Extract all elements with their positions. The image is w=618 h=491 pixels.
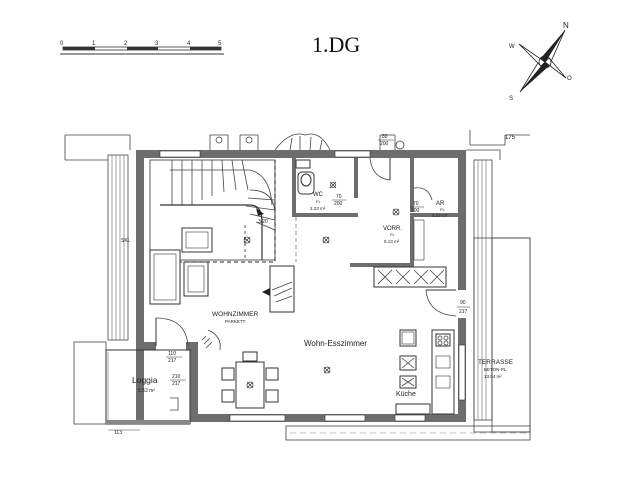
scale-tick: 1	[92, 41, 96, 47]
terrace-door: 90 217	[425, 289, 470, 317]
wc-room: WC FL 3.23 m² 70 200	[295, 159, 346, 211]
outer-walls	[136, 150, 466, 422]
vorr-room: VORR. FL 5.13 m²	[383, 219, 425, 261]
compass-south: S	[509, 96, 513, 102]
terrasse-name: TERRASSE	[478, 359, 514, 366]
bottom-code: 113	[114, 430, 122, 436]
ceiling-lights	[243, 236, 331, 374]
ar-name: AR	[436, 201, 445, 207]
door-height: 217	[168, 358, 177, 364]
door-height: 200	[411, 208, 420, 214]
outside-context: 175	[64, 130, 530, 161]
door-height: 200	[334, 201, 343, 207]
scale-tick: 4	[187, 41, 191, 47]
scale-bar: 0 1 2 3 4 5	[60, 41, 224, 55]
terrasse-floor: BETON-PL	[484, 367, 507, 372]
ar-room: AR FL 3.22 m² 70 200	[410, 201, 448, 218]
wc-area: 3.23 m²	[310, 206, 326, 211]
dining-table	[221, 351, 279, 409]
scale-tick: 3	[155, 41, 159, 47]
terrasse-area: 13.04 m²	[484, 374, 502, 379]
door-height: 217	[172, 381, 181, 387]
compass-rose-icon: N W S O	[509, 21, 572, 102]
door-width: 70	[336, 194, 342, 200]
vorr-area: 5.13 m²	[384, 239, 400, 244]
compass-north: N	[563, 21, 569, 30]
kitchen-units	[373, 266, 455, 415]
bottom-strip	[285, 425, 531, 441]
left-code: SKL	[121, 238, 131, 244]
door-height: 200	[380, 141, 389, 147]
door-height: 217	[459, 309, 468, 315]
loggia: Loggia 5.53 m² 113	[73, 341, 191, 436]
loggia-name: Loggia	[132, 375, 158, 385]
wohn-ess-name: Wohn-Esszimmer	[304, 339, 367, 348]
wc-floor: FL	[316, 199, 321, 204]
scale-tick: 5	[218, 41, 222, 47]
stair-note: 3/20	[258, 219, 268, 225]
scale-tick: 0	[60, 41, 64, 47]
loggia-area: 5.53 m²	[138, 388, 155, 394]
dim-top-right: 175	[505, 135, 516, 141]
staircase: 3/20	[149, 159, 276, 261]
scale-tick: 2	[124, 41, 128, 47]
entry-area: 80 200	[369, 134, 433, 216]
living-room-furniture	[149, 227, 295, 313]
wc-name: WC	[313, 192, 324, 198]
kueche-name: Küche	[396, 391, 416, 398]
door-width: 80	[382, 134, 388, 140]
wohnzimmer-floor: PARKETT	[225, 319, 246, 324]
ar-floor: FL	[440, 207, 445, 212]
door-width: 90	[460, 300, 466, 306]
compass-west: W	[509, 44, 515, 50]
right-facade	[466, 149, 501, 421]
vorr-floor: FL	[390, 232, 395, 237]
loggia-door: 110 217 210 217	[155, 317, 221, 387]
terrace: TERRASSE BETON-PL 13.04 m²	[473, 237, 531, 433]
left-facade: SKL	[107, 154, 131, 341]
door-width: 110	[168, 351, 176, 357]
ar-area: 3.22 m²	[432, 213, 448, 218]
door-width: 210	[172, 374, 181, 380]
wohnzimmer-name: WOHNZIMMER	[212, 311, 259, 318]
door-width: 70	[413, 201, 419, 207]
floor-title: 1.DG	[312, 32, 360, 57]
compass-east: O	[567, 76, 572, 82]
vorr-name: VORR.	[383, 226, 402, 232]
